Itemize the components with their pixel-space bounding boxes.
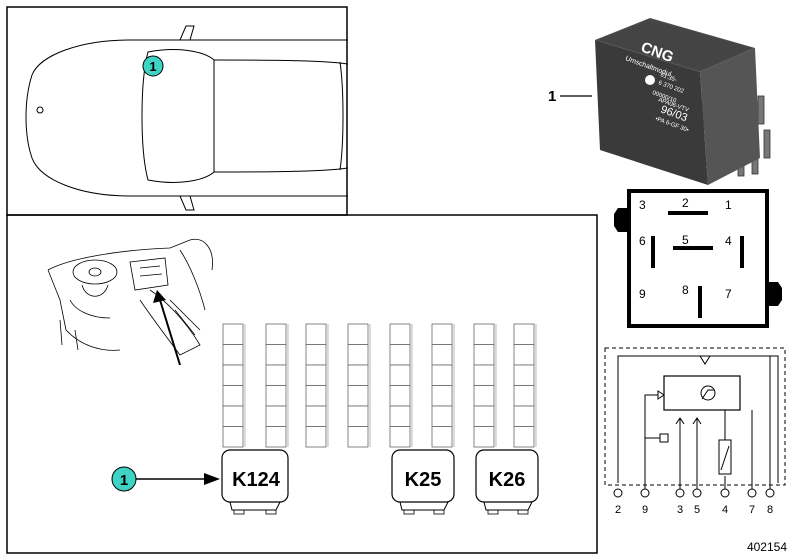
schematic-pin-9: 9 xyxy=(642,504,648,516)
circuit-schematic xyxy=(604,347,786,498)
slot-callout-arrow-head xyxy=(204,473,220,485)
carrier-cell xyxy=(347,364,369,386)
location-callout-bubble xyxy=(142,55,164,77)
slot-callout-number: 1 xyxy=(120,472,128,489)
carrier-cell xyxy=(222,426,244,448)
dashboard-sketch xyxy=(47,238,213,356)
carrier-cell xyxy=(222,385,244,407)
slot-k26: K26 xyxy=(475,449,539,515)
carrier-cell xyxy=(347,344,369,366)
carrier-cell xyxy=(473,426,495,448)
carrier-cell xyxy=(305,385,327,407)
carrier-cell xyxy=(305,344,327,366)
carrier-cell xyxy=(305,323,327,345)
carrier-cell xyxy=(265,344,287,366)
resistor-icon xyxy=(718,439,732,475)
location-callout-number: 1 xyxy=(149,59,156,74)
carrier-cell xyxy=(431,364,453,386)
location-arrow-head xyxy=(153,290,166,303)
carrier-cell xyxy=(305,405,327,427)
schematic-pin-3: 3 xyxy=(677,504,683,516)
schematic-pin-labels: 2 9 3 5 4 7 8 xyxy=(615,504,773,516)
car-outline xyxy=(25,39,348,197)
carrier-cell xyxy=(431,426,453,448)
slot-k124-label: K124 xyxy=(232,469,281,491)
slot-k25-label: K25 xyxy=(405,469,442,491)
carrier-cell xyxy=(473,364,495,386)
relay-line1-text: 61.35- xyxy=(659,72,677,83)
slot-k124: K124 xyxy=(221,449,289,515)
carrier-cell xyxy=(222,344,244,366)
carrier-cell xyxy=(347,405,369,427)
carrier-cell xyxy=(265,426,287,448)
carrier-cell xyxy=(265,364,287,386)
carrier-cell xyxy=(513,364,535,386)
pinout-pin-6: 6 xyxy=(639,234,646,248)
carrier-cell xyxy=(473,385,495,407)
pinout-pin-7: 7 xyxy=(725,287,732,301)
pinout-pin-9: 9 xyxy=(639,287,646,301)
carrier-cell xyxy=(305,364,327,386)
carrier-cell xyxy=(431,385,453,407)
relay-pinout-diagram: 3 2 1 6 5 4 9 8 7 xyxy=(614,189,782,328)
relay-carrier-panel: K124 K25 K26 1 xyxy=(6,214,598,554)
carrier-cell xyxy=(389,405,411,427)
carrier-cell xyxy=(222,405,244,427)
diagram-id: 402154 xyxy=(747,540,787,554)
carrier-cell xyxy=(265,405,287,427)
slot-k25: K25 xyxy=(391,449,455,515)
carrier-cell xyxy=(389,426,411,448)
carrier-cell xyxy=(389,364,411,386)
carrier-cell xyxy=(513,385,535,407)
carrier-cell xyxy=(473,323,495,345)
pinout-pin-5: 5 xyxy=(682,233,689,247)
carrier-cell xyxy=(431,344,453,366)
carrier-cell xyxy=(265,385,287,407)
schematic-pin-4: 4 xyxy=(722,504,728,516)
carrier-cell xyxy=(431,323,453,345)
location-arrow-line xyxy=(159,299,181,366)
carrier-cell xyxy=(305,426,327,448)
carrier-cell xyxy=(513,426,535,448)
carrier-cell xyxy=(347,426,369,448)
carrier-cell xyxy=(347,323,369,345)
schematic-pin-8: 8 xyxy=(767,504,773,516)
schematic-pin-5: 5 xyxy=(694,504,700,516)
carrier-cell xyxy=(265,323,287,345)
relay-logo-icon xyxy=(645,75,655,85)
carrier-cell xyxy=(431,405,453,427)
pinout-pin-8: 8 xyxy=(682,283,689,297)
carrier-cell xyxy=(473,405,495,427)
carrier-columns xyxy=(222,323,537,448)
vehicle-top-view-panel: 1 xyxy=(6,6,349,216)
carrier-cell xyxy=(347,385,369,407)
carrier-cell xyxy=(389,344,411,366)
slot-k26-label: K26 xyxy=(489,469,526,491)
relay-photo: CNG Umschaltmodul 61.35- 6 370 202 00000… xyxy=(595,18,771,185)
carrier-cell xyxy=(389,323,411,345)
pinout-pin-3: 3 xyxy=(639,198,646,212)
carrier-cell xyxy=(513,405,535,427)
carrier-cell xyxy=(513,344,535,366)
schematic-pin-2: 2 xyxy=(615,504,621,516)
pinout-pin-1: 1 xyxy=(725,198,732,212)
carrier-cell xyxy=(513,323,535,345)
schematic-pin-7: 7 xyxy=(749,504,755,516)
pinout-pin-2: 2 xyxy=(682,196,689,210)
carrier-cell xyxy=(389,385,411,407)
carrier-cell xyxy=(222,323,244,345)
sensor-icon xyxy=(700,385,716,401)
carrier-cell xyxy=(222,364,244,386)
part-label-number: 1 xyxy=(548,88,556,105)
pinout-pin-4: 4 xyxy=(725,234,732,248)
carrier-cell xyxy=(473,344,495,366)
